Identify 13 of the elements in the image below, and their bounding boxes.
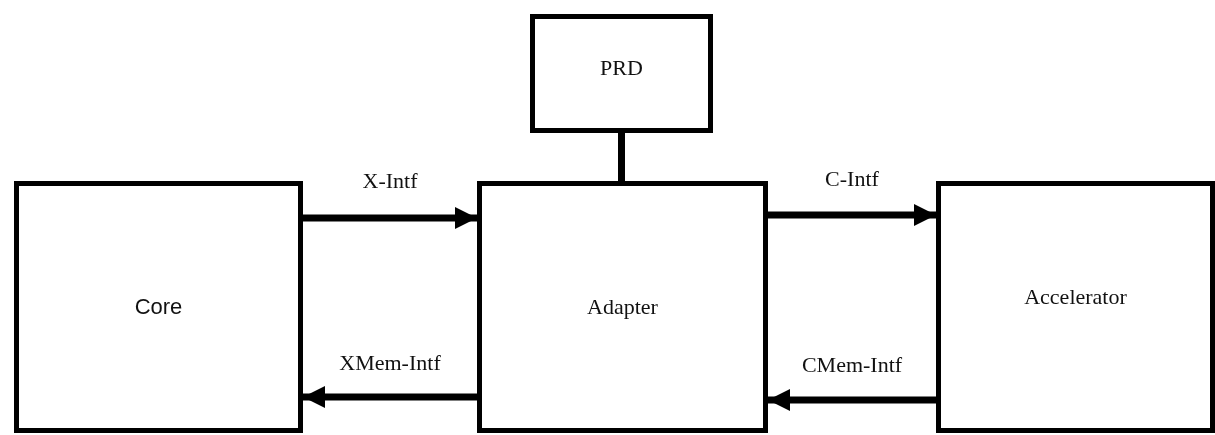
arrow — [768, 203, 936, 227]
block-label: PRD — [600, 54, 643, 81]
block-box — [936, 181, 1215, 433]
connector-line — [618, 133, 625, 181]
block-box — [530, 14, 713, 133]
block-box — [14, 181, 303, 433]
block-box — [477, 181, 768, 433]
arrow — [303, 385, 477, 409]
block-label: Core — [134, 294, 183, 320]
arrow — [303, 206, 477, 230]
block-label: Accelerator — [1024, 284, 1127, 310]
arrow — [768, 388, 936, 412]
block-label: Adapter — [587, 294, 658, 320]
